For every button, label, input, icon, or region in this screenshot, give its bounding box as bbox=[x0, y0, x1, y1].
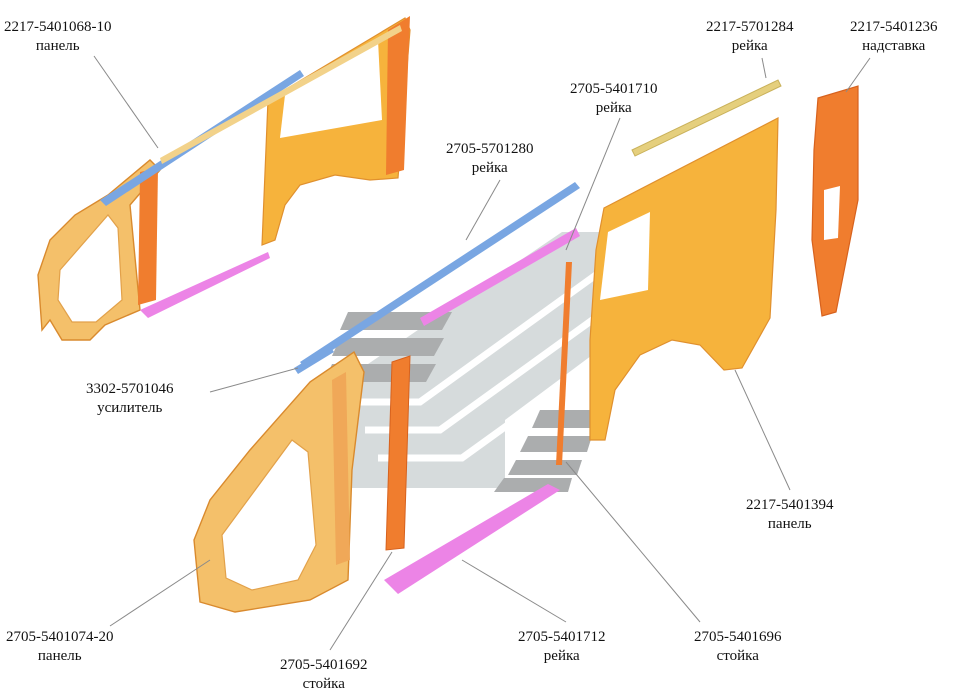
leader-2705-5701280 bbox=[465, 179, 501, 241]
callout-part-number: 2217-5701284 bbox=[706, 19, 794, 35]
callout-part-number: 2705-5401710 bbox=[570, 81, 658, 97]
callout-2705-5401692: 2705-5401692 стойка bbox=[280, 656, 368, 694]
callout-2705-5401710: 2705-5401710 рейка bbox=[570, 80, 658, 118]
callout-2705-5401696: 2705-5401696 стойка bbox=[694, 628, 782, 666]
panel-2217-5401068-10 bbox=[37, 16, 411, 341]
callout-2705-5701280: 2705-5701280 рейка bbox=[446, 140, 534, 178]
rear-corner-column bbox=[386, 16, 410, 175]
front-pillar-strip bbox=[332, 372, 350, 565]
callout-2705-5401074-20: 2705-5401074-20 панель bbox=[6, 628, 114, 666]
callout-2217-5401394: 2217-5401394 панель bbox=[746, 496, 834, 534]
reinforcement-3302-5701046 bbox=[294, 346, 334, 374]
callout-part-name: панель bbox=[35, 38, 80, 54]
leader-2217-5401394 bbox=[734, 369, 791, 491]
leader-3302-5701046 bbox=[209, 367, 299, 393]
callout-2217-5401236: 2217-5401236 надставка bbox=[850, 18, 938, 56]
leader-2705-5401692 bbox=[329, 551, 393, 651]
sill-rail bbox=[140, 252, 270, 318]
rear-window bbox=[280, 40, 382, 138]
callout-part-name: стойка bbox=[302, 676, 345, 692]
callout-2217-5701284: 2217-5701284 рейка bbox=[706, 18, 794, 56]
callout-part-name: рейка bbox=[543, 648, 580, 664]
rail-2217-5701284 bbox=[631, 79, 782, 157]
callout-part-name: рейка bbox=[595, 100, 632, 116]
leader-2705-5401710 bbox=[565, 117, 621, 251]
pillar-2705-5401696 bbox=[556, 262, 572, 465]
panel-2217-5401394 bbox=[589, 117, 779, 441]
leader-2217-5401068-10 bbox=[93, 55, 159, 149]
callout-3302-5701046: 3302-5701046 усилитель bbox=[86, 380, 174, 418]
callout-part-number: 2217-5401068-10 bbox=[4, 19, 112, 35]
extension-window bbox=[824, 186, 840, 240]
rail-2705-5401710 bbox=[420, 228, 580, 326]
callout-part-name: панель bbox=[37, 648, 82, 664]
leader-2705-5401074-20 bbox=[109, 559, 211, 627]
callout-part-name: рейка bbox=[471, 160, 508, 176]
rail-2705-5701280 bbox=[300, 182, 580, 368]
callout-part-number: 2705-5401712 bbox=[518, 629, 606, 645]
leader-lines bbox=[93, 55, 871, 651]
callout-part-number: 2705-5401696 bbox=[694, 629, 782, 645]
pillar-2705-5401692 bbox=[385, 355, 411, 551]
callout-part-number: 2705-5401074-20 bbox=[6, 629, 114, 645]
panel-window bbox=[600, 212, 650, 300]
callout-2705-5401712: 2705-5401712 рейка bbox=[518, 628, 606, 666]
front-opening bbox=[57, 214, 123, 323]
leader-2217-5701284 bbox=[761, 57, 767, 79]
callout-part-number: 2705-5401692 bbox=[280, 657, 368, 673]
b-pillar bbox=[138, 168, 158, 305]
callout-part-name: усилитель bbox=[97, 400, 163, 416]
callout-part-number: 2705-5701280 bbox=[446, 141, 534, 157]
callout-part-name: панель bbox=[767, 516, 812, 532]
front-door-opening bbox=[221, 439, 317, 591]
leader-2705-5401712 bbox=[461, 559, 567, 623]
rail-2705-5401712 bbox=[384, 484, 560, 594]
callout-part-number: 2217-5401394 bbox=[746, 497, 834, 513]
callout-part-number: 3302-5701046 bbox=[86, 381, 174, 397]
callout-part-name: надставка bbox=[862, 38, 926, 54]
callout-part-name: стойка bbox=[716, 648, 759, 664]
leader-2705-5401696 bbox=[565, 461, 701, 623]
callout-2217-5401068-10: 2217-5401068-10 панель bbox=[4, 18, 112, 56]
callout-part-name: рейка bbox=[731, 38, 768, 54]
callout-part-number: 2217-5401236 bbox=[850, 19, 938, 35]
leader-2217-5401236 bbox=[845, 57, 871, 93]
roof-rail-upper bbox=[160, 25, 402, 164]
